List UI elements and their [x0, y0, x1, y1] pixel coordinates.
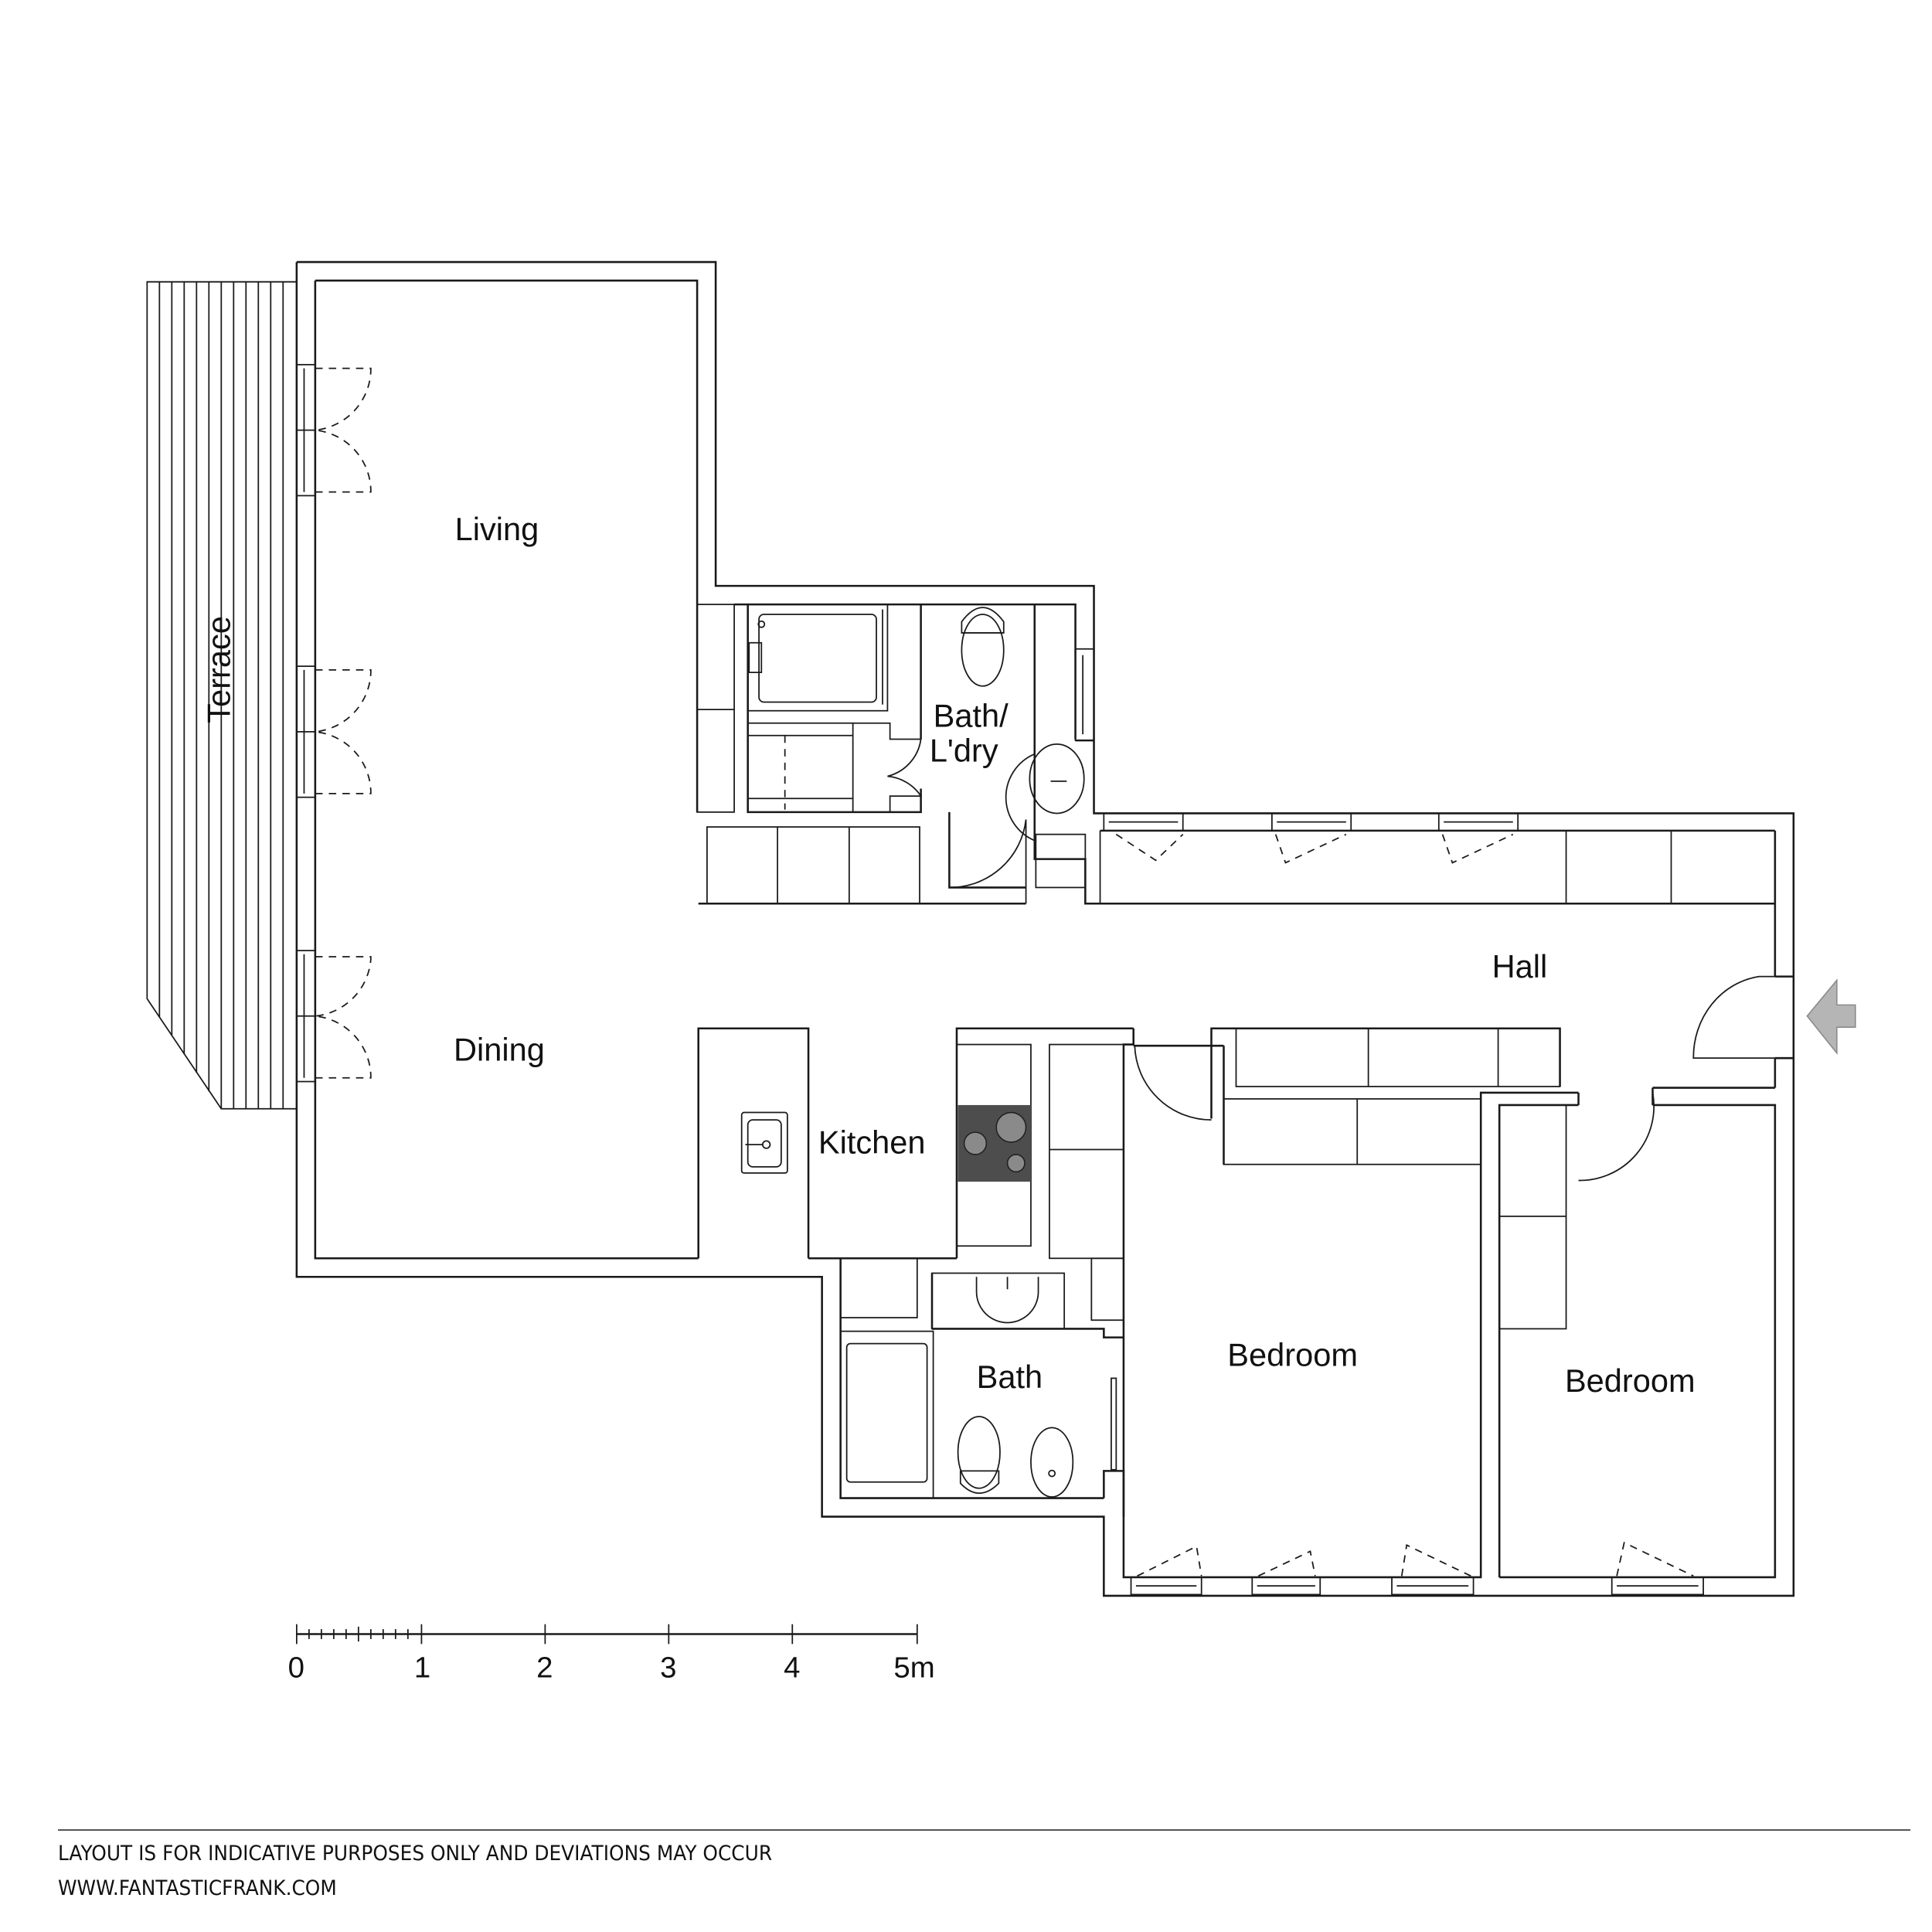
toilet-bath	[957, 1416, 1001, 1494]
scale-label-3: 3	[660, 1651, 676, 1685]
kitchen-sink	[740, 1111, 788, 1174]
room-label-hall: Hall	[1492, 948, 1548, 985]
washing-machine	[747, 722, 854, 813]
shower	[747, 604, 889, 712]
scale-label-4: 4	[784, 1651, 800, 1685]
bidet	[1030, 1427, 1074, 1498]
room-label-bath-laundry: Bath/	[934, 697, 1009, 733]
bedroom2-walls	[1498, 1087, 1777, 1579]
footer-divider	[58, 1829, 1910, 1831]
bedroom1-walls	[1122, 1027, 1579, 1579]
scale-label-1: 1	[414, 1651, 430, 1685]
bedroom1-windows	[1130, 1544, 1475, 1596]
scale-label-5: 5m	[893, 1651, 934, 1685]
sliding-door-bath[interactable]	[1103, 1377, 1125, 1517]
french-door-dining	[295, 950, 372, 1083]
bath-laundry-walls	[698, 603, 1775, 905]
bedroom2-window	[1611, 1541, 1704, 1596]
basin-corner	[1005, 743, 1085, 842]
room-label-kitchen: Kitchen	[818, 1124, 926, 1160]
hall-windows	[1099, 812, 1777, 977]
bath-walls	[839, 1028, 1135, 1499]
bifold-door-laundry	[852, 722, 923, 813]
footer-disclaimer: LAYOUT IS FOR INDICATIVE PURPOSES ONLY A…	[58, 1842, 773, 1866]
outer-walls	[295, 260, 1795, 1597]
footer-website[interactable]: WWW.FANTASTICFRANK.COM	[58, 1876, 337, 1900]
door-bedroom2	[1578, 1092, 1655, 1182]
cupboards-bath-laundry	[706, 826, 1087, 905]
room-label-living: Living	[455, 511, 539, 547]
kitchen-units	[697, 1027, 1134, 1260]
room-label-bedroom2: Bedroom	[1565, 1362, 1696, 1399]
room-label-dining: Dining	[454, 1031, 545, 1067]
scale-bar: 0 1 2 3 4 5m	[288, 1624, 935, 1685]
entrance-arrow-icon	[1806, 978, 1856, 1056]
scale-label-0: 0	[288, 1651, 304, 1685]
window-bath-laundry	[1074, 648, 1095, 741]
french-door-living-mid	[295, 665, 372, 798]
room-label-bath-laundry-2: L'dry	[930, 732, 998, 768]
hall-wardrobe-top	[1565, 830, 1672, 904]
scale-label-2: 2	[536, 1651, 553, 1685]
bathtub	[839, 1330, 934, 1499]
hob	[957, 1104, 1031, 1182]
french-door-living-top	[295, 363, 372, 497]
entrance-door[interactable]	[1692, 975, 1794, 1088]
door-bedroom1	[1134, 1046, 1212, 1121]
door-bath-laundry	[949, 819, 1027, 904]
bath-basin	[975, 1277, 1039, 1324]
room-label-bath: Bath	[977, 1359, 1043, 1395]
cupboard-living	[696, 604, 735, 813]
terrace-decking	[146, 281, 298, 1110]
room-label-terrace: Terrace	[201, 616, 237, 723]
toilet-bath-laundry	[961, 607, 1005, 687]
room-label-bedroom1: Bedroom	[1227, 1336, 1358, 1372]
